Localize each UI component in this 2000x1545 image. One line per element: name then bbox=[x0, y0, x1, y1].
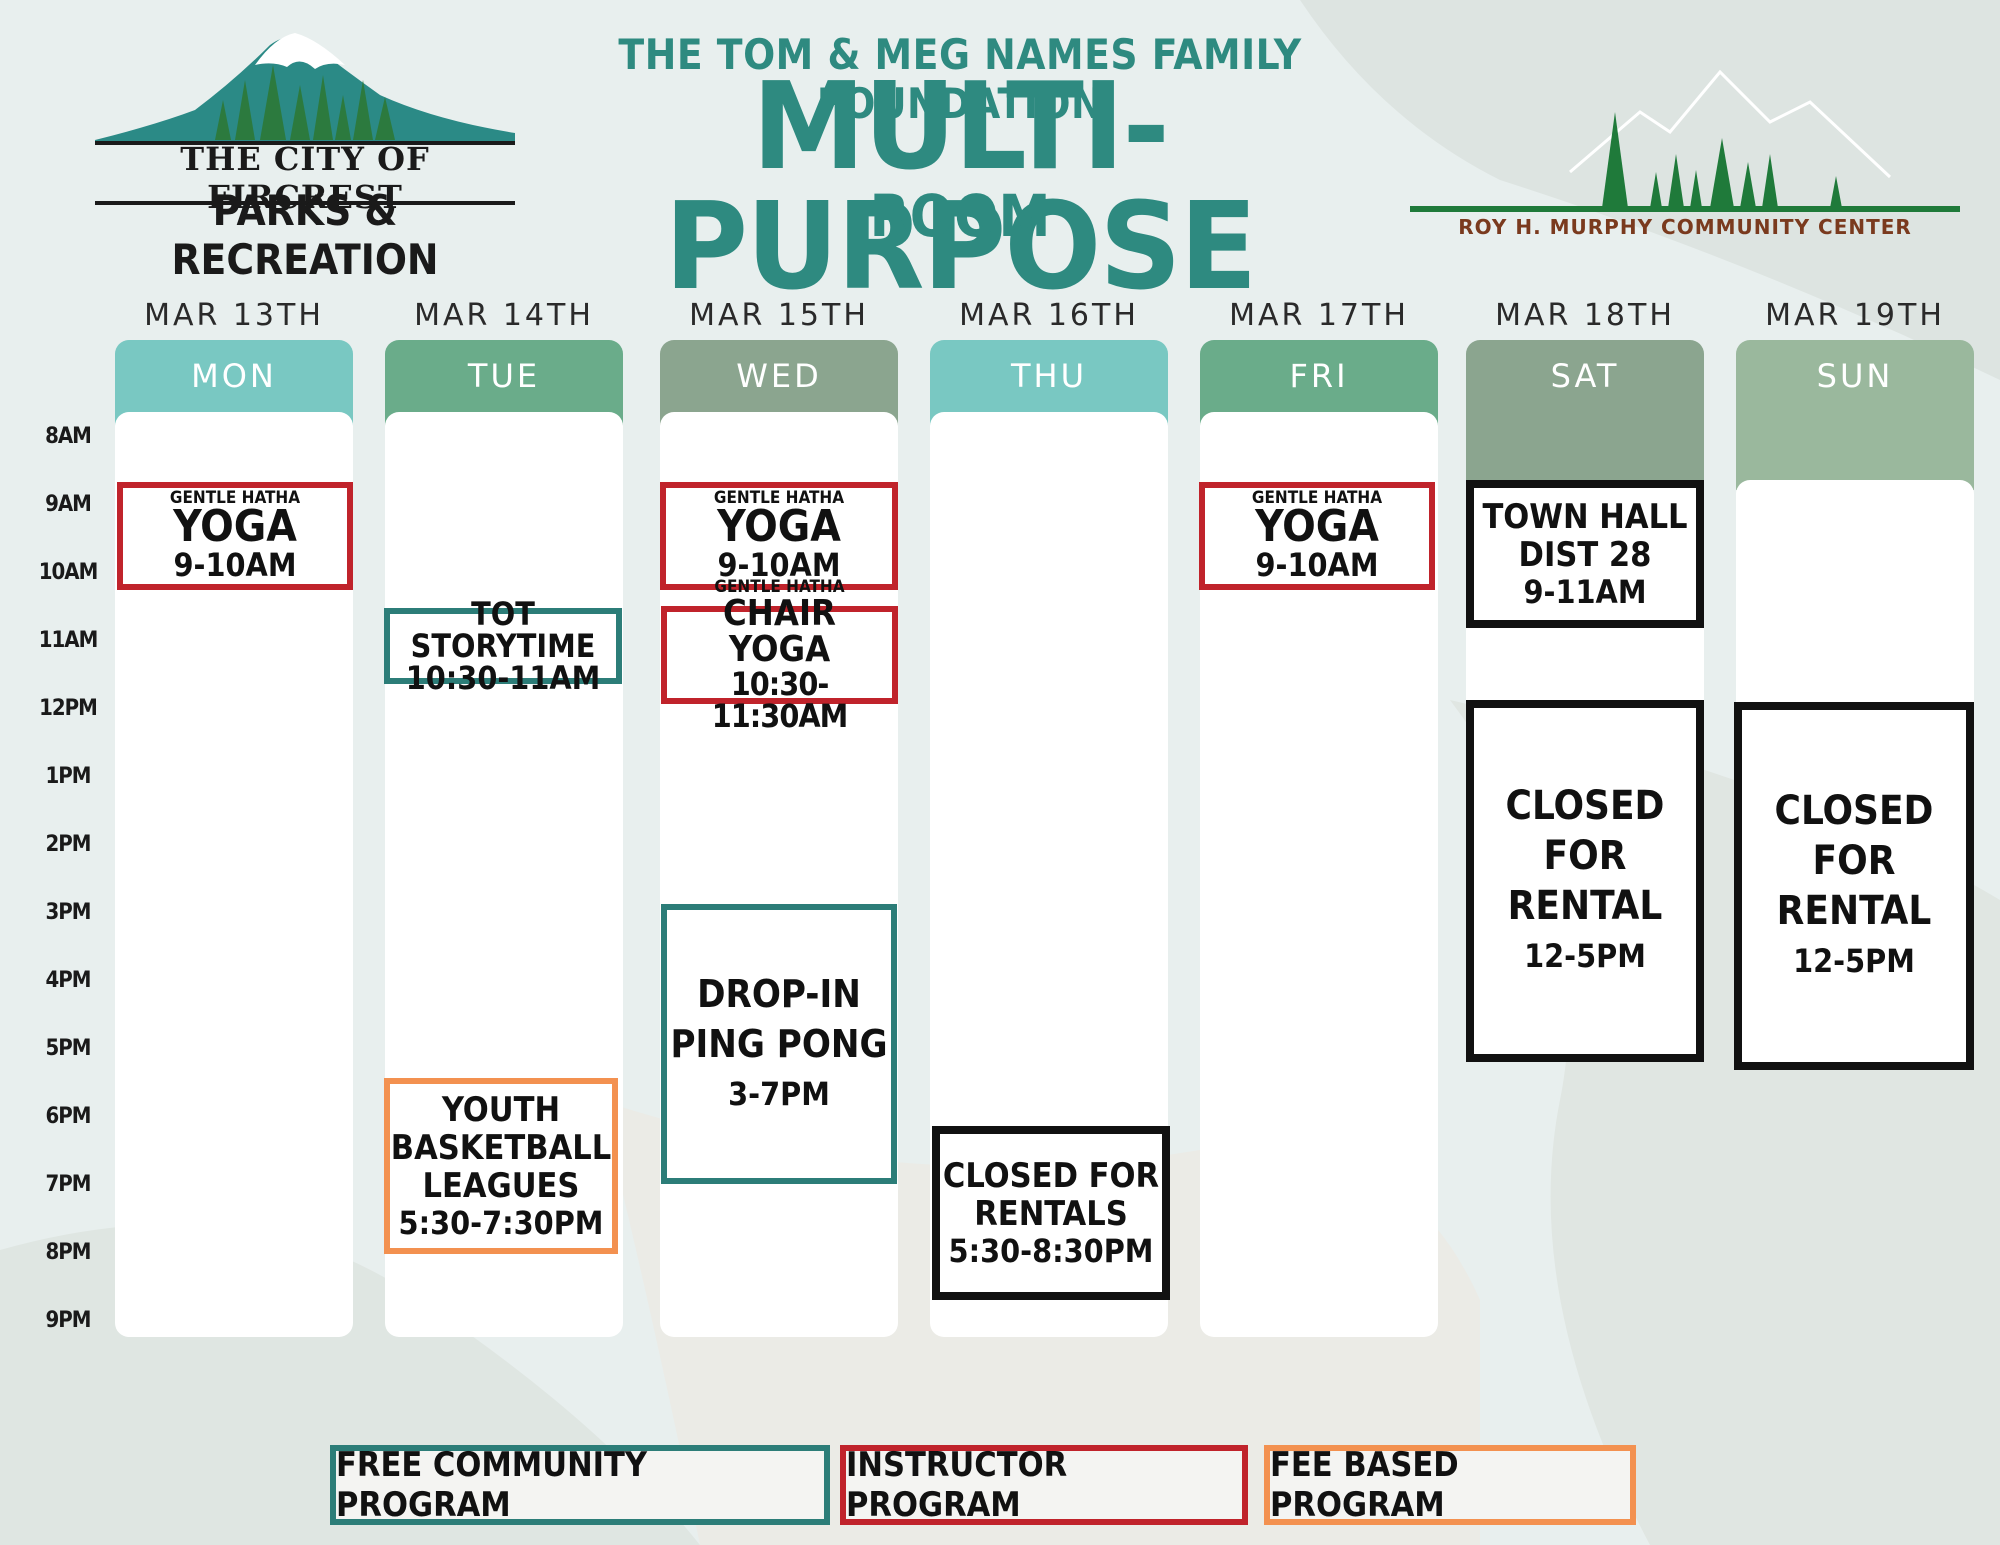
event-title-line2: PING PONG bbox=[670, 1022, 888, 1066]
event-title: YOGA bbox=[717, 501, 841, 552]
event-time: 3-7PM bbox=[728, 1075, 830, 1113]
event-prefix: GENTLE HATHA bbox=[1251, 488, 1383, 508]
event-prefix: GENTLE HATHA bbox=[713, 488, 845, 508]
event-time: 5:30-8:30PM bbox=[948, 1232, 1154, 1270]
date-label-fri: MAR 17TH bbox=[1229, 298, 1409, 333]
page-title: MULTI-PURPOSE bbox=[664, 58, 1257, 317]
event-time: 12-5PM bbox=[1524, 937, 1646, 975]
time-label: 3PM bbox=[45, 900, 92, 925]
event-time: 9-10AM bbox=[173, 546, 297, 584]
time-label: 9PM bbox=[45, 1308, 92, 1333]
page-subtitle: ROOM bbox=[869, 182, 1051, 250]
day-header-sat: SAT bbox=[1466, 340, 1704, 490]
event-time: 10:30-11:30AM bbox=[711, 665, 849, 735]
event-time: 9-10AM bbox=[1255, 546, 1379, 584]
event-title-line2: DIST 28 bbox=[1518, 535, 1652, 575]
event-time: 12-5PM bbox=[1793, 942, 1915, 980]
event-time: 10:30-11AM bbox=[405, 659, 601, 697]
foundation-name: THE TOM & MEG NAMES FAMILY FOUNDATION bbox=[618, 30, 1302, 128]
day-header-wed: WED bbox=[660, 340, 898, 426]
event-tue-youth-basketball[interactable]: YOUTH BASKETBALL LEAGUES 5:30-7:30PM bbox=[384, 1078, 618, 1254]
event-title-line1: DROP-IN bbox=[697, 972, 861, 1016]
event-thu-closed-for-rentals[interactable]: CLOSED FOR RENTALS 5:30-8:30PM bbox=[932, 1126, 1170, 1300]
date-label-thu: MAR 16TH bbox=[959, 298, 1139, 333]
time-label: 4PM bbox=[45, 968, 92, 993]
date-label-mon: MAR 13TH bbox=[144, 298, 324, 333]
day-header-sun: SUN bbox=[1736, 340, 1974, 490]
time-label: 8PM bbox=[45, 1240, 92, 1265]
event-sun-closed-for-rental[interactable]: CLOSED FOR RENTAL 12-5PM bbox=[1734, 702, 1974, 1070]
time-label: 11AM bbox=[38, 628, 99, 653]
event-prefix: GENTLE HATHA bbox=[169, 488, 301, 508]
day-header-fri: FRI bbox=[1200, 340, 1438, 426]
city-name: THE CITY OF FIRCREST bbox=[180, 140, 430, 216]
event-title-line3: LEAGUES bbox=[422, 1166, 580, 1206]
time-label: 9AM bbox=[45, 492, 92, 517]
event-title-line2: BASKETBALL bbox=[390, 1128, 612, 1168]
time-label: 7PM bbox=[45, 1172, 92, 1197]
event-title-line2: RENTAL bbox=[1776, 888, 1932, 934]
day-header-mon: MON bbox=[115, 340, 353, 426]
event-sat-town-hall[interactable]: TOWN HALL DIST 28 9-11AM bbox=[1466, 480, 1704, 628]
day-header-thu: THU bbox=[930, 340, 1168, 426]
event-title-line2: RENTALS bbox=[974, 1194, 1128, 1234]
event-time: 9-11AM bbox=[1523, 573, 1647, 611]
event-title-line1: CLOSED FOR bbox=[1774, 788, 1934, 884]
date-label-sat: MAR 18TH bbox=[1495, 298, 1675, 333]
event-title: YOGA bbox=[173, 501, 297, 552]
event-title: CHAIR YOGA bbox=[723, 593, 836, 670]
event-title: TOT STORYTIME bbox=[410, 595, 596, 665]
time-label: 6PM bbox=[45, 1104, 92, 1129]
day-header-tue: TUE bbox=[385, 340, 623, 426]
event-mon-gentle-hatha-yoga[interactable]: GENTLE HATHA YOGA 9-10AM bbox=[117, 482, 353, 590]
event-title-line1: TOWN HALL bbox=[1482, 497, 1688, 537]
event-wed-gentle-hatha-yoga[interactable]: GENTLE HATHA YOGA 9-10AM bbox=[660, 482, 898, 590]
event-title-line1: YOUTH bbox=[441, 1090, 561, 1130]
event-wed-drop-in-ping-pong[interactable]: DROP-IN PING PONG 3-7PM bbox=[661, 904, 897, 1184]
event-title-line1: CLOSED FOR bbox=[1505, 783, 1665, 879]
event-prefix: GENTLE HATHA bbox=[714, 577, 845, 597]
legend-fee-based-program: FEE BASED PROGRAM bbox=[1264, 1445, 1636, 1525]
date-label-sun: MAR 19TH bbox=[1765, 298, 1945, 333]
department-name: PARKS & RECREATION bbox=[171, 186, 439, 284]
event-title-line1: CLOSED FOR bbox=[942, 1156, 1160, 1196]
time-label: 8AM bbox=[45, 424, 92, 449]
date-label-wed: MAR 15TH bbox=[689, 298, 869, 333]
event-title: YOGA bbox=[1255, 501, 1379, 552]
time-label: 1PM bbox=[45, 764, 92, 789]
city-mountain-logo bbox=[95, 33, 515, 205]
event-sat-closed-for-rental[interactable]: CLOSED FOR RENTAL 12-5PM bbox=[1466, 700, 1704, 1062]
date-label-tue: MAR 14TH bbox=[414, 298, 594, 333]
time-label: 5PM bbox=[45, 1036, 92, 1061]
time-label: 10AM bbox=[38, 560, 99, 585]
event-time: 9-10AM bbox=[717, 546, 841, 584]
event-fri-gentle-hatha-yoga[interactable]: GENTLE HATHA YOGA 9-10AM bbox=[1199, 482, 1435, 590]
legend-instructor-program: INSTRUCTOR PROGRAM bbox=[840, 1445, 1248, 1525]
event-time: 5:30-7:30PM bbox=[398, 1204, 604, 1242]
community-center-logo bbox=[1410, 69, 1960, 212]
legend-free-community-program: FREE COMMUNITY PROGRAM bbox=[330, 1445, 830, 1525]
event-wed-chair-yoga[interactable]: GENTLE HATHA CHAIR YOGA 10:30-11:30AM bbox=[661, 578, 898, 732]
time-label: 12PM bbox=[39, 696, 98, 721]
time-label: 2PM bbox=[45, 832, 92, 857]
community-center-name: ROY H. MURPHY COMMUNITY CENTER bbox=[1458, 215, 1912, 239]
event-tue-tot-storytime[interactable]: TOT STORYTIME 10:30-11AM bbox=[384, 598, 622, 694]
event-title-line2: RENTAL bbox=[1507, 883, 1663, 929]
